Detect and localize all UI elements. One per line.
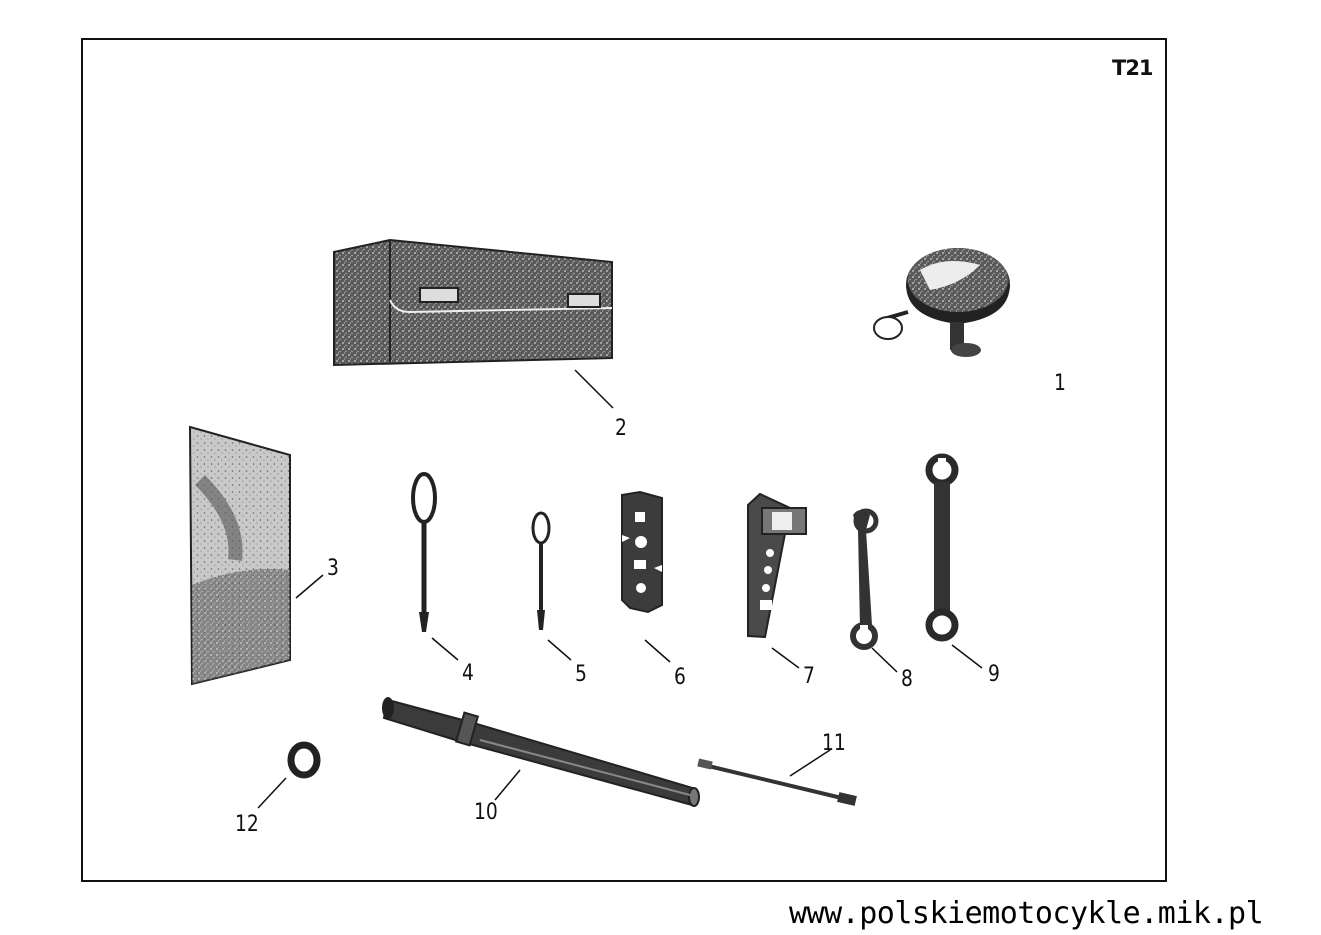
pouch-icon <box>188 425 324 686</box>
drawing-frame <box>81 38 1167 882</box>
pump-icon <box>382 697 700 807</box>
bell-icon <box>873 248 1010 357</box>
plate-code: T21 <box>1112 56 1154 80</box>
screwdriver-small-icon <box>531 511 572 661</box>
label-part-12: 12 <box>235 812 259 837</box>
label-part-2: 2 <box>615 416 627 441</box>
spanner-small-icon <box>850 508 898 673</box>
label-part-10: 10 <box>474 800 498 825</box>
label-part-11: 11 <box>822 731 846 756</box>
label-part-7: 7 <box>803 664 815 689</box>
label-part-8: 8 <box>901 667 913 692</box>
hose-icon <box>697 749 857 806</box>
label-part-6: 6 <box>674 665 686 690</box>
plug-wrench-icon <box>747 492 807 669</box>
label-part-9: 9 <box>988 662 1000 687</box>
spanner-large-icon <box>925 453 983 669</box>
label-part-1: 1 <box>1054 371 1066 396</box>
watermark-url: www.polskiemotocykle.mik.pl <box>789 896 1264 931</box>
tool-bag-icon <box>333 238 614 409</box>
label-part-4: 4 <box>462 661 474 686</box>
label-part-5: 5 <box>575 662 587 687</box>
multi-spanner-icon <box>621 490 671 663</box>
label-part-3: 3 <box>327 556 339 581</box>
ring-icon <box>257 741 321 809</box>
screwdriver-large-icon <box>411 472 459 661</box>
